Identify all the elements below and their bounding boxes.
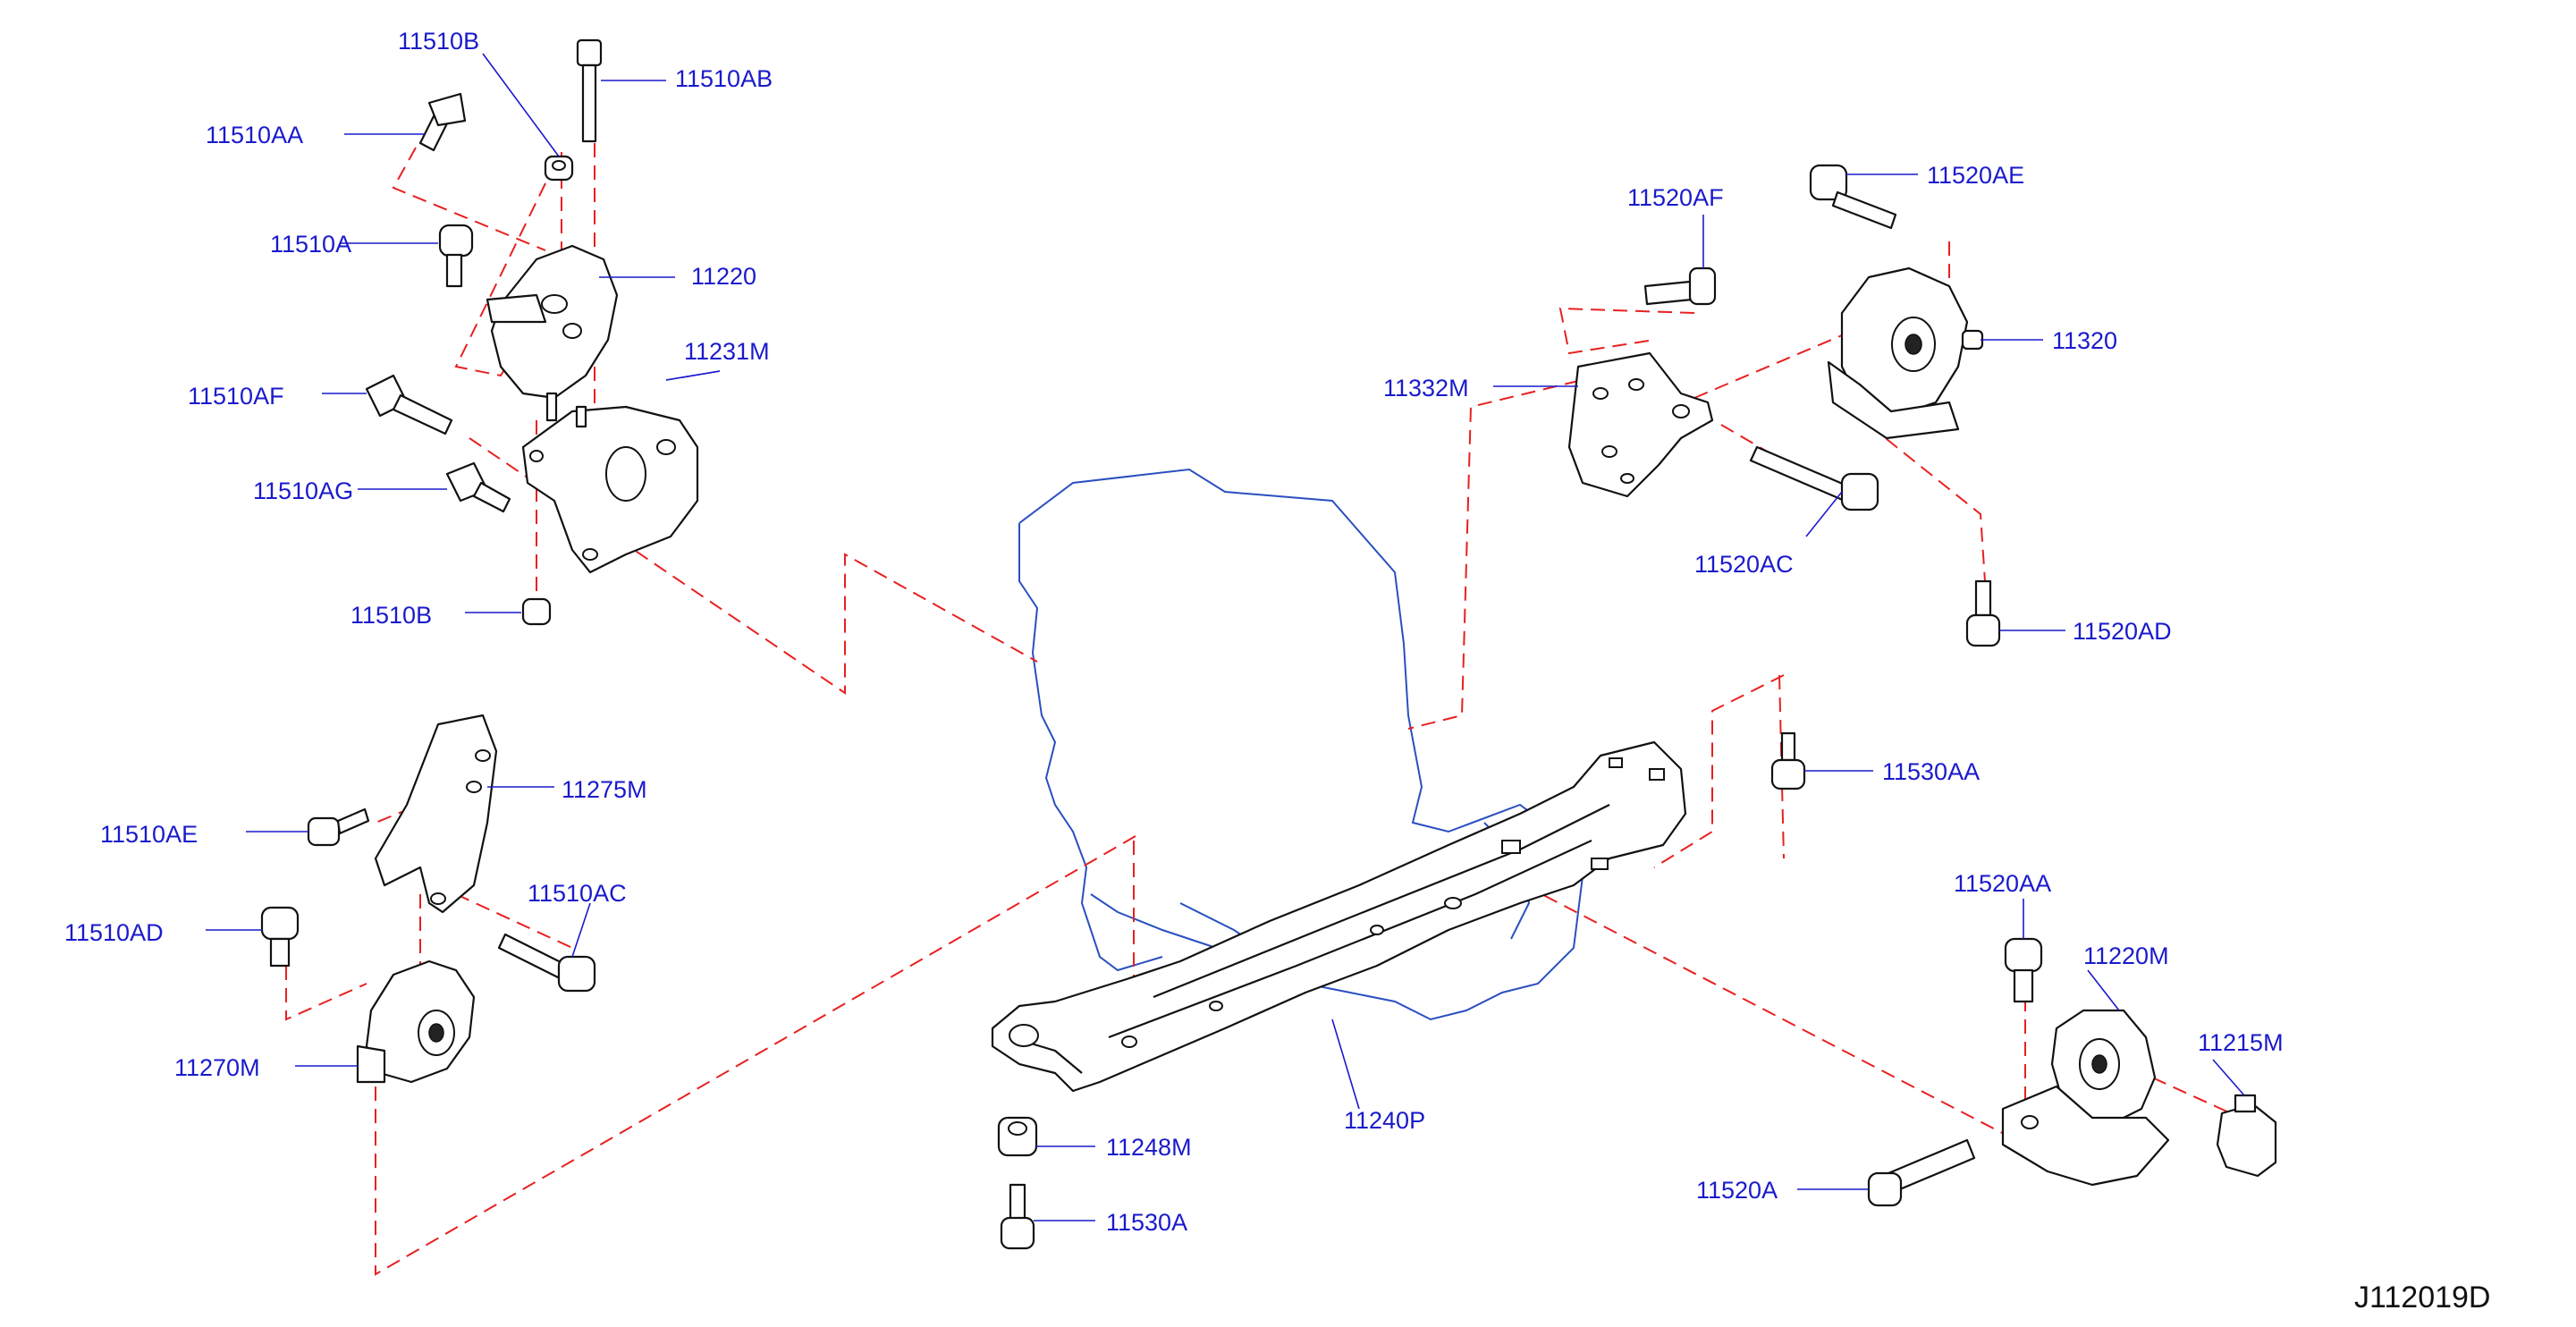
label-11510ab: 11510AB [675, 65, 773, 92]
nut-11510b-top [544, 155, 574, 182]
bolt-11520ac [1749, 445, 1879, 511]
label-11510ae: 11510AE [100, 821, 198, 848]
label-11520ae: 11520AE [1927, 162, 2024, 189]
bolt-11510aa [418, 92, 467, 152]
label-11510b-bottom: 11510B [351, 602, 432, 629]
bolt-11510ad [260, 906, 300, 968]
bolt-11530aa [1770, 731, 1806, 790]
label-11231m: 11231M [684, 338, 770, 365]
label-11520a: 11520A [1696, 1177, 1778, 1204]
leader-lines [206, 53, 2245, 1221]
label-11530a: 11530A [1106, 1209, 1187, 1236]
label-11220: 11220 [691, 263, 756, 290]
part-labels: 11510B 11510AB 11510AA 11510A 11220 1123… [64, 28, 2284, 1236]
label-11220m: 11220M [2083, 942, 2169, 969]
label-11520ac: 11520AC [1694, 551, 1794, 578]
mount-11320 [1827, 266, 1984, 440]
label-11332m: 11332M [1383, 375, 1469, 401]
label-11510ac: 11510AC [528, 880, 627, 907]
bolt-11520ae [1809, 164, 1897, 230]
label-11270m: 11270M [174, 1054, 260, 1081]
bolt-11510ab [576, 38, 603, 143]
label-11510b-top: 11510B [398, 28, 479, 55]
label-11510ad: 11510AD [64, 919, 164, 946]
bolt-11510af [365, 374, 453, 435]
label-11520af: 11520AF [1627, 184, 1724, 211]
label-11510a: 11510A [270, 231, 351, 258]
bolt-11510ac [497, 933, 596, 993]
bolt-11520ad [1965, 579, 2001, 647]
part-11215m [2216, 1094, 2277, 1178]
label-11530aa: 11530AA [1882, 758, 1980, 785]
label-11240p: 11240P [1344, 1107, 1425, 1134]
bracket-11332m [1567, 351, 1714, 498]
bolt-11510ag [445, 461, 511, 513]
mount-11220m [2001, 1009, 2170, 1187]
bracket-11231m [521, 392, 699, 574]
label-11510aa: 11510AA [206, 122, 303, 148]
nut-11248m [997, 1116, 1038, 1157]
label-11248m: 11248M [1106, 1134, 1192, 1161]
mount-11220 [486, 244, 619, 400]
label-11275m: 11275M [562, 776, 647, 803]
crossmember-11240p [991, 740, 1687, 1093]
label-11510af: 11510AF [188, 383, 284, 410]
bolt-11520af [1643, 266, 1717, 306]
bolt-11520aa [2004, 937, 2043, 1003]
label-11520ad: 11520AD [2073, 618, 2172, 645]
label-11520aa: 11520AA [1954, 870, 2051, 897]
label-11320: 11320 [2052, 327, 2117, 354]
bracket-11275m [374, 714, 498, 914]
nut-11510b-bottom [521, 597, 552, 626]
mount-11270m [356, 959, 476, 1084]
bolt-11520a [1867, 1138, 1976, 1207]
label-11510ag: 11510AG [253, 478, 353, 504]
bolt-11510a [438, 224, 474, 288]
bolt-11530a [1000, 1183, 1035, 1250]
diagram-reference-code: J112019D [2354, 1281, 2491, 1314]
bolt-11510ae [307, 807, 370, 847]
label-11215m: 11215M [2198, 1029, 2284, 1056]
